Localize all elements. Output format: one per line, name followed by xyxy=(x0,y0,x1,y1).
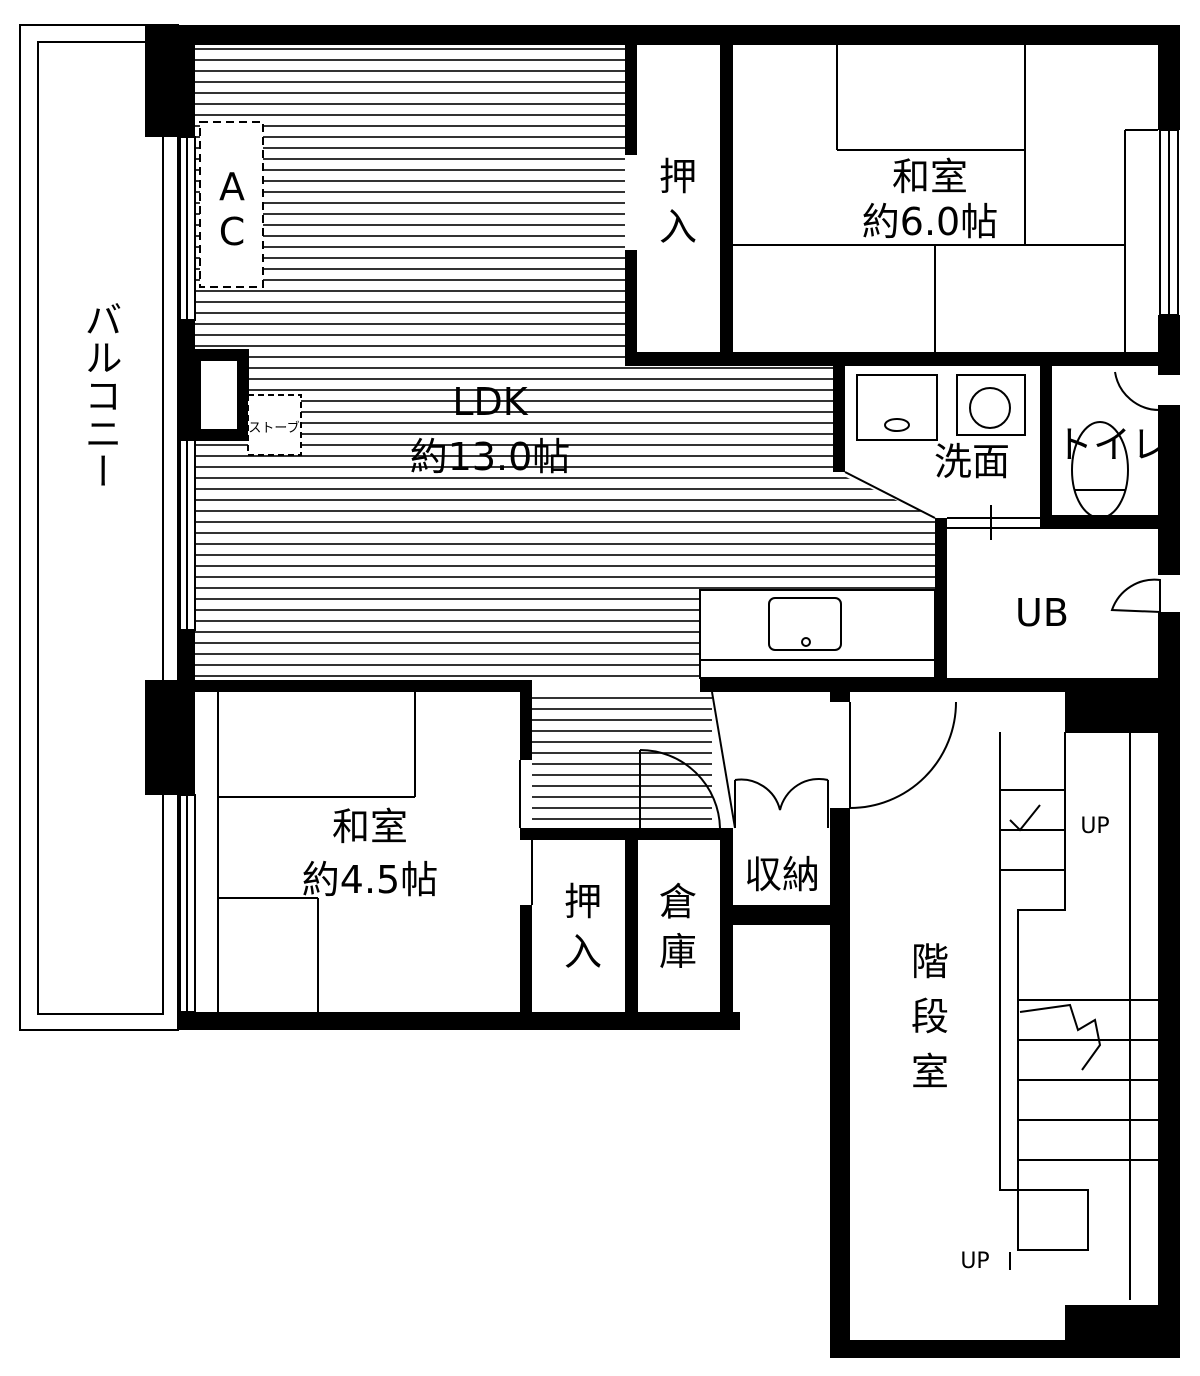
washitsu-6-size: 約6.0帖 xyxy=(862,200,998,244)
washroom-fixtures xyxy=(844,374,1040,540)
tatami-6 xyxy=(733,45,1158,352)
balcony-label: バルコニー xyxy=(78,300,122,490)
washitsu-45-size: 約4.5帖 xyxy=(302,858,438,902)
stairwell-label-2: 段 xyxy=(911,995,949,1039)
stove xyxy=(247,394,302,456)
ac-label-a: A xyxy=(219,165,245,209)
closet-bottom-label-2: 入 xyxy=(564,930,602,974)
staircase xyxy=(999,731,1160,1300)
souko-label-1: 倉 xyxy=(659,880,697,924)
hall-floor xyxy=(532,692,712,827)
stairs-up-top: UP xyxy=(1080,814,1109,839)
washitsu-45-name: 和室 xyxy=(332,805,408,849)
ac-label-c: C xyxy=(219,210,246,254)
closet-top-label-1: 押 xyxy=(659,155,697,199)
ub-label: UB xyxy=(1015,591,1069,635)
senmen-label: 洗面 xyxy=(934,440,1010,484)
closet-bottom-label-1: 押 xyxy=(564,880,602,924)
ldk-size: 約13.0帖 xyxy=(410,435,571,479)
balcony xyxy=(19,24,179,1031)
toilet-fixture xyxy=(1071,371,1161,614)
ldk-floor-lower xyxy=(195,357,935,685)
stairwell-label-1: 階 xyxy=(911,940,949,984)
tatami-45 xyxy=(217,692,416,1012)
ldk-floor xyxy=(195,45,625,357)
washitsu-6-name: 和室 xyxy=(892,155,968,199)
stove-label: ストーブ xyxy=(248,420,299,436)
kitchen-counter xyxy=(699,589,936,679)
stairs-up-bottom: UP xyxy=(960,1249,989,1274)
windows xyxy=(179,129,1179,1013)
doors xyxy=(519,691,957,905)
stairwell-label-3: 室 xyxy=(911,1050,949,1094)
walls xyxy=(145,25,1180,1358)
toilet-label: トイレ xyxy=(1055,423,1169,467)
ldk-name: LDK xyxy=(452,380,528,424)
souko-label-2: 庫 xyxy=(659,930,697,974)
closet-top-label-2: 入 xyxy=(659,205,697,249)
ac-unit xyxy=(199,121,264,288)
shuno-label: 収納 xyxy=(744,853,820,897)
